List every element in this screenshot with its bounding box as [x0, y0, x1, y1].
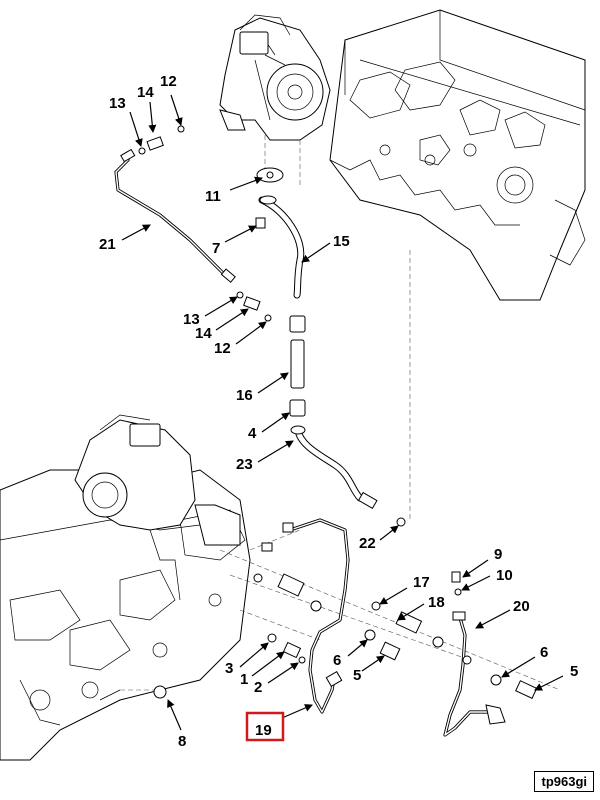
- callout-labels: 12 14 13 11 21 7 15 13 14 12 16 4 23 22 …: [99, 73, 578, 750]
- callout-21: 21: [99, 236, 116, 253]
- callout-6: 6: [540, 644, 548, 661]
- callout-3: 3: [225, 660, 233, 677]
- upper-turbocharger: [219, 14, 331, 141]
- callout-2: 2: [254, 679, 262, 696]
- callout-11: 11: [205, 188, 221, 205]
- callout-16: 16: [236, 387, 253, 404]
- callout-12: 12: [160, 73, 177, 90]
- callout-22: 22: [359, 535, 376, 552]
- callout-15: 15: [333, 233, 350, 250]
- oil-supply-line: [114, 148, 236, 283]
- callout-23: 23: [236, 456, 253, 473]
- callout-4: 4: [248, 425, 257, 442]
- elbow-tube: [290, 425, 406, 527]
- alignment-lines: [120, 135, 561, 691]
- upper-engine-block: [329, 9, 586, 301]
- callout-6: 6: [333, 652, 341, 669]
- lower-turbocharger: [74, 414, 241, 601]
- callout-14: 14: [195, 325, 212, 342]
- callout-1: 1: [240, 671, 248, 688]
- callout-14: 14: [137, 84, 154, 101]
- callout-13: 13: [109, 95, 126, 112]
- callout-20: 20: [513, 598, 530, 615]
- callout-7: 7: [212, 240, 220, 257]
- callout-19: 19: [255, 722, 272, 739]
- callout-highlight-box: [245, 711, 285, 742]
- small-fittings: [138, 125, 538, 699]
- figure-id-label: tp963gi: [534, 771, 594, 792]
- lower-oil-line-20: [443, 611, 506, 737]
- callout-10: 10: [496, 567, 513, 584]
- drain-tube: [256, 167, 305, 299]
- callout-5: 5: [353, 667, 361, 684]
- callout-12: 12: [214, 340, 231, 357]
- callout-13: 13: [183, 311, 200, 328]
- callout-9: 9: [494, 546, 502, 563]
- lower-oil-line-19: [282, 518, 350, 714]
- callout-17: 17: [413, 574, 430, 591]
- callout-8: 8: [178, 733, 186, 750]
- callout-18: 18: [428, 594, 445, 611]
- hose-assembly: [289, 315, 306, 417]
- leader-arrows: [121, 94, 564, 731]
- callout-5: 5: [570, 663, 578, 680]
